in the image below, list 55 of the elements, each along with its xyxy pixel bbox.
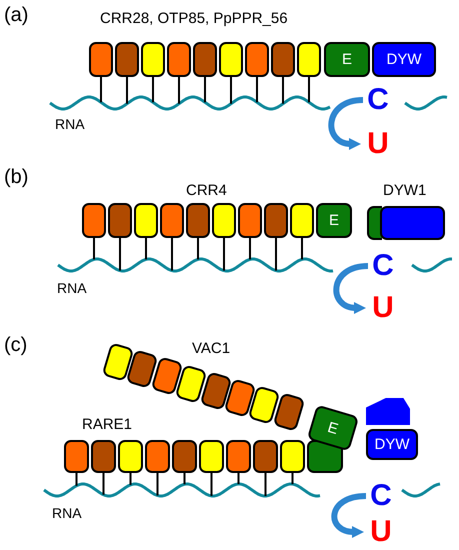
ppr-motif-box [212, 203, 236, 238]
ppr-motif-box [91, 440, 116, 473]
panel-label: (a) [4, 4, 28, 27]
ppr-motif-box [253, 440, 278, 473]
nucleotide-letter: C [363, 84, 393, 116]
panel-label: (b) [4, 166, 28, 189]
ppr-motif-box [141, 42, 165, 77]
ppr-motif-box [245, 42, 269, 77]
ppr-motif-box [264, 203, 288, 238]
protein-label: DYW1 [383, 182, 426, 199]
e-domain-box: E [316, 203, 352, 238]
ppr-motif-box [64, 440, 89, 473]
ppr-motif-box [145, 440, 170, 473]
ppr-motif-box [186, 203, 210, 238]
rna-label: RNA [55, 116, 85, 132]
domain-box [367, 206, 382, 240]
protein-label: RARE1 [82, 416, 132, 433]
dyw-domain-box [380, 206, 445, 240]
protein-label: VAC1 [192, 340, 230, 357]
ppr-motif-box [238, 203, 262, 238]
nucleotide-letter: U [366, 516, 396, 548]
curved-arrow [333, 263, 368, 314]
panel-label: (c) [4, 334, 28, 357]
rna-label: RNA [57, 280, 87, 296]
ppr-motif-box [134, 203, 158, 238]
ppr-motif-box [160, 203, 184, 238]
nucleotide-letter: U [368, 292, 398, 324]
dyw-domain-box: DYW [366, 429, 418, 460]
nucleotide-letter: C [366, 480, 396, 512]
ppr-motif-box [118, 440, 143, 473]
ppr-motif-box [108, 203, 132, 238]
nucleotide-letter: U [363, 128, 393, 160]
e-domain-box: E [306, 404, 360, 452]
ppr-motif-box [199, 440, 224, 473]
protein-label: CRR28, OTP85, PpPPR_56 [100, 10, 288, 27]
ppr-motif-box [297, 42, 321, 77]
protein-label: CRR4 [186, 182, 227, 199]
curved-arrow [331, 493, 366, 538]
ppr-motif-box [89, 42, 113, 77]
ppr-motif-box [280, 440, 305, 473]
domain-cap-shape [366, 398, 410, 425]
ppr-motif-box [115, 42, 139, 77]
e-domain-box: E [324, 42, 370, 77]
ppr-motif-box [290, 203, 314, 238]
ppr-motif-box [172, 440, 197, 473]
nucleotide-letter: C [368, 250, 398, 282]
curved-arrow [328, 97, 364, 150]
ppr-motif-box [193, 42, 217, 77]
ppr-motif-box [271, 42, 295, 77]
ppr-motif-box [219, 42, 243, 77]
dyw-domain-box: DYW [372, 42, 436, 77]
rna-label: RNA [52, 505, 82, 521]
ppr-motif-box [167, 42, 191, 77]
ppr-motif-box [226, 440, 251, 473]
ppr-motif-box [82, 203, 106, 238]
